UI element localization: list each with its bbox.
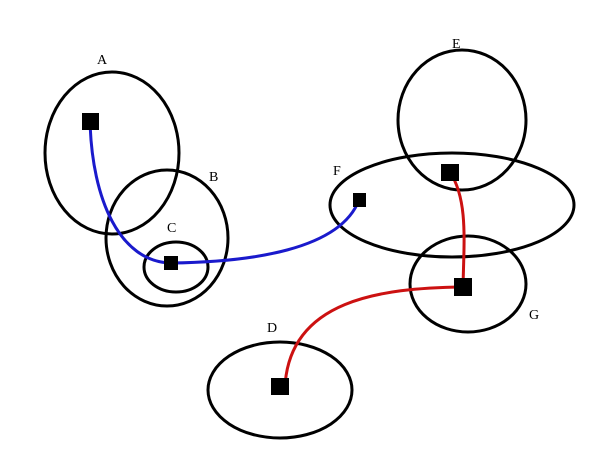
node-d <box>271 378 289 395</box>
blue-path <box>88 120 361 265</box>
label-c: C <box>167 221 176 236</box>
label-d: D <box>267 321 277 336</box>
node-f <box>353 193 366 207</box>
region-d-ellipse <box>206 340 354 440</box>
node-c <box>164 256 178 270</box>
label-f: F <box>333 164 341 179</box>
label-g: G <box>529 308 539 323</box>
region-e-ellipse <box>396 48 528 192</box>
red-path <box>283 171 466 387</box>
node-a <box>82 113 99 130</box>
node-e <box>441 164 459 181</box>
region-c-ellipse <box>142 240 210 294</box>
label-a: A <box>97 53 108 68</box>
region-g-ellipse <box>408 234 528 334</box>
node-g <box>454 278 472 296</box>
region-b-ellipse <box>104 168 230 308</box>
region-f-ellipse <box>328 151 576 259</box>
label-e: E <box>452 37 461 52</box>
region-a-ellipse <box>43 70 181 236</box>
label-b: B <box>209 170 218 185</box>
